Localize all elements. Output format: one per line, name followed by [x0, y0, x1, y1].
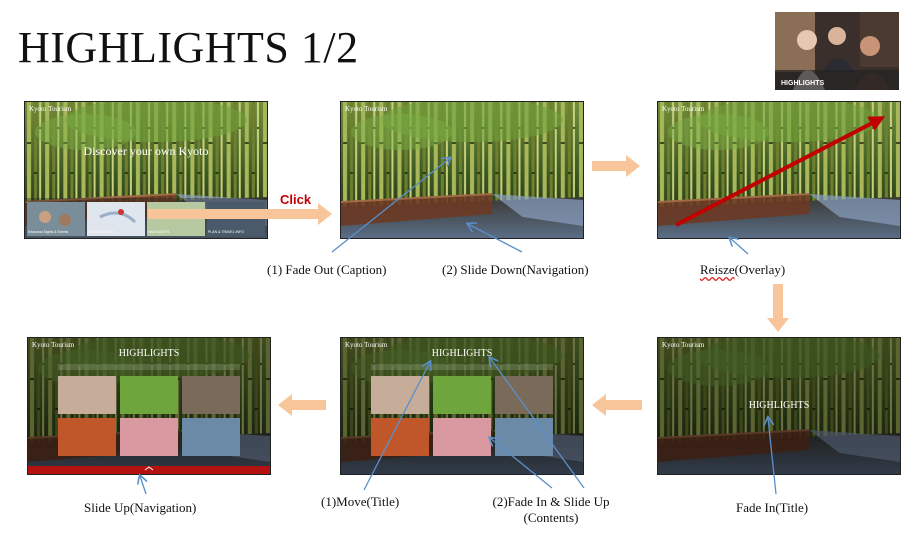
label-resize-word: Reisze	[700, 262, 735, 277]
frame-5-contents: Kyoto Tourism HIGHLIGHTS	[340, 337, 584, 475]
label-move-title: (1)Move(Title)	[321, 494, 400, 509]
frame1-nav-item-2[interactable]: DESTINATIONS	[88, 230, 114, 234]
callout-resize	[730, 238, 749, 255]
frame-3-resize: Kyoto Tourism	[657, 101, 901, 239]
arrow-down	[767, 284, 789, 332]
label-resize-overlay: Reisze(Overlay)	[700, 262, 785, 278]
arrow-right-1	[592, 155, 640, 177]
label-slide-up-nav: Slide Up(Navigation)	[84, 500, 197, 515]
label-fade-in-slide-up-line1: (2)Fade In & Slide Up	[492, 494, 610, 509]
bamboo-background	[341, 102, 583, 238]
label-fade-out-caption: (1) Fade Out (Caption)	[267, 262, 387, 277]
bamboo-background	[658, 102, 900, 238]
thumbnail-image	[775, 12, 899, 90]
frame6-logo: Kyoto Tourism	[32, 341, 75, 349]
label-resize-rest: (Overlay)	[734, 262, 786, 277]
label-fade-in-slide-up-line2: (Contents)	[523, 510, 579, 525]
frame1-nav-item-1[interactable]: Seasonal Sights & Events	[28, 230, 69, 234]
content-grid	[28, 338, 270, 474]
frame1-logo: Kyoto Tourism	[29, 105, 72, 113]
frame-4-title-fade-in: Kyoto Tourism HIGHLIGHTS	[657, 337, 901, 475]
frame1-caption: Discover your own Kyoto	[83, 144, 209, 158]
frame5-heading: HIGHLIGHTS	[431, 348, 493, 359]
frame1-nav-item-3[interactable]: HIGHLIGHTS	[148, 230, 170, 234]
label-slide-down-nav: (2) Slide Down(Navigation)	[442, 262, 589, 277]
frame-6-nav-up: Kyoto Tourism HIGHLIGHTS	[27, 337, 271, 475]
frame-1-initial: Kyoto Tourism Discover your own Kyoto Se…	[24, 101, 268, 239]
frame4-logo: Kyoto Tourism	[662, 341, 705, 349]
thumbnail-caption: HIGHLIGHTS	[781, 80, 825, 87]
frame1-nav-item-4[interactable]: PLAN & TRAVEL INFO	[208, 230, 244, 234]
frame2-logo: Kyoto Tourism	[345, 105, 388, 113]
arrow-left-2	[278, 394, 326, 416]
arrow-left-1	[592, 394, 642, 416]
callout-slide-up-nav	[140, 476, 146, 495]
frame-2-fade-out: Kyoto Tourism	[340, 101, 584, 239]
click-label: Click	[280, 192, 312, 207]
frame5-logo: Kyoto Tourism	[345, 341, 388, 349]
label-fade-in-title: Fade In(Title)	[736, 500, 809, 515]
frame4-heading: HIGHLIGHTS	[748, 400, 810, 411]
slide-title: HIGHLIGHTS 1/2	[18, 23, 359, 72]
thumbnail-photo: HIGHLIGHTS	[775, 12, 899, 90]
frame3-logo: Kyoto Tourism	[662, 105, 705, 113]
frame6-heading: HIGHLIGHTS	[118, 348, 180, 359]
bamboo-background	[25, 102, 267, 238]
label-fade-in-slide-up: (2)Fade In & Slide Up (Contents)	[486, 494, 616, 526]
